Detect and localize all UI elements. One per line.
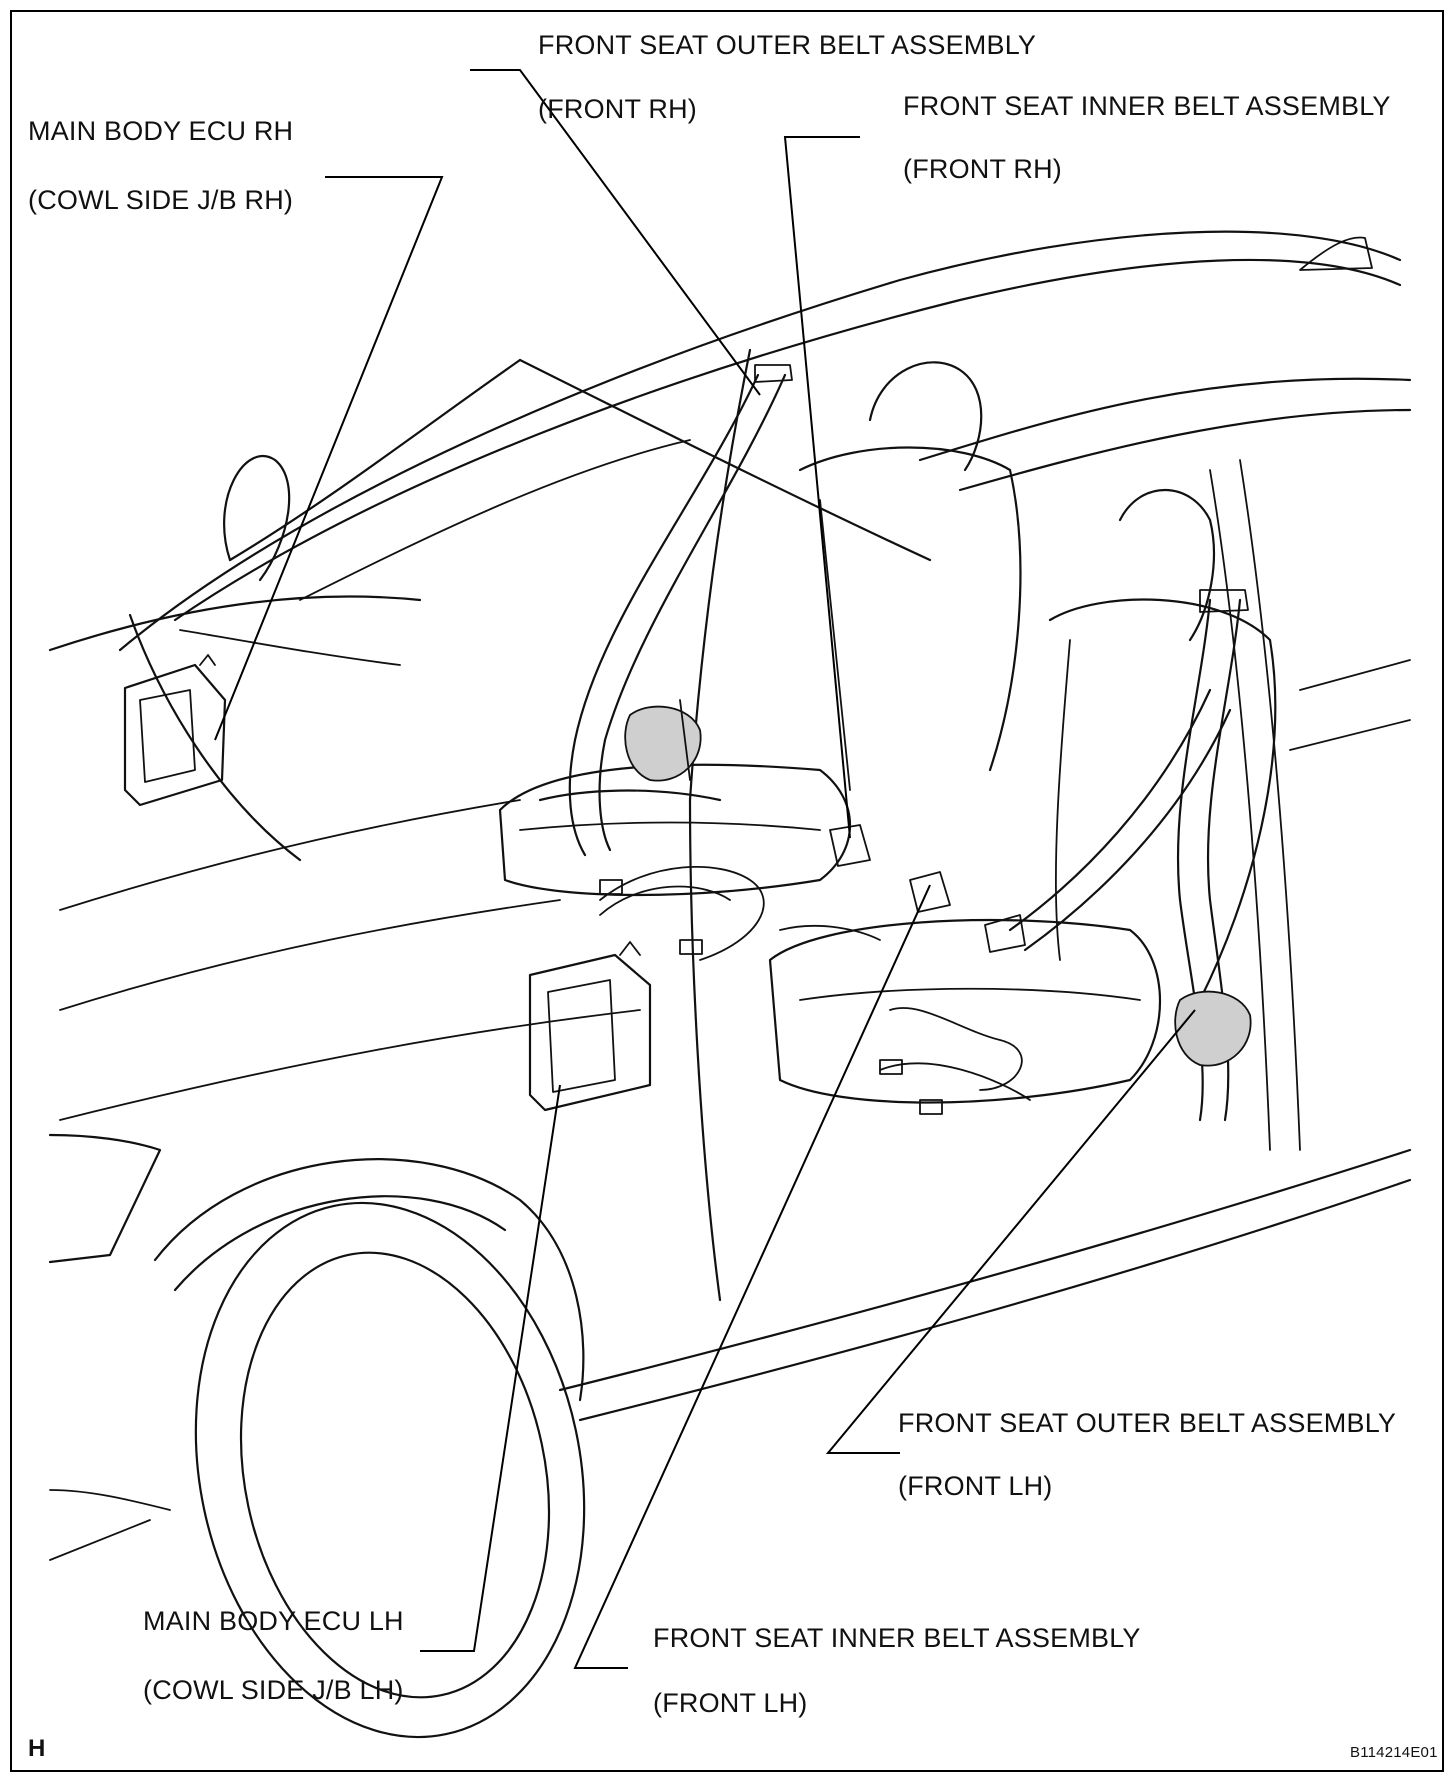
ecu-lh-shape bbox=[528, 941, 652, 1112]
label-inner-belt-lh: FRONT SEAT INNER BELT ASSEMBLY bbox=[653, 1623, 1141, 1653]
label-ecu-rh: MAIN BODY ECU RH bbox=[28, 116, 294, 146]
label-ecu-lh: MAIN BODY ECU LH bbox=[143, 1606, 404, 1636]
ecu-rh-shape bbox=[123, 654, 227, 807]
corner-mark: H bbox=[28, 1735, 46, 1762]
label-outer-belt-rh: FRONT SEAT OUTER BELT ASSEMBLY bbox=[538, 30, 1037, 60]
label-outer-belt-rh-side: (FRONT RH) bbox=[538, 94, 697, 124]
label-ecu-rh-junction: (COWL SIDE J/B RH) bbox=[28, 185, 294, 215]
wiring-harness bbox=[599, 865, 1031, 1115]
leader-lines bbox=[214, 69, 1196, 1669]
seats bbox=[498, 361, 1277, 1104]
label-inner-belt-lh-side: (FRONT LH) bbox=[653, 1688, 808, 1718]
label-inner-belt-rh-side: (FRONT RH) bbox=[903, 154, 1062, 184]
figure-code: B114214E01 bbox=[1350, 1744, 1438, 1761]
label-outer-belt-lh-side: (FRONT LH) bbox=[898, 1471, 1053, 1501]
car-body bbox=[48, 230, 1412, 1739]
label-inner-belt-rh: FRONT SEAT INNER BELT ASSEMBLY bbox=[903, 91, 1391, 121]
label-outer-belt-lh: FRONT SEAT OUTER BELT ASSEMBLY bbox=[898, 1408, 1397, 1438]
seat-belts bbox=[538, 364, 1252, 1122]
label-ecu-lh-junction: (COWL SIDE J/B LH) bbox=[143, 1675, 404, 1705]
